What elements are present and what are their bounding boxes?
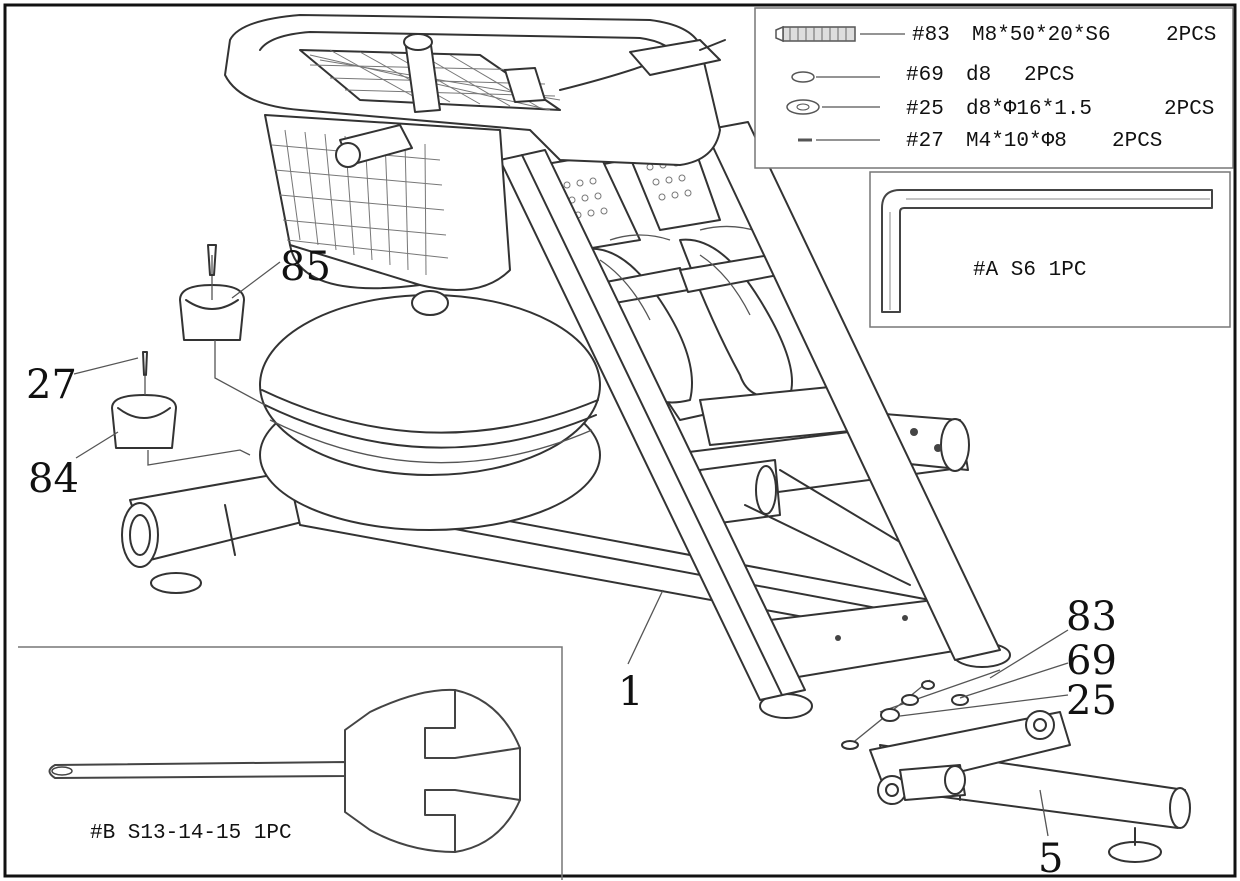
handle-bar-frame xyxy=(224,14,726,166)
spanner-icon xyxy=(48,688,521,853)
callout-84: 84 xyxy=(28,456,79,502)
washer-icon xyxy=(791,71,815,83)
wrench-box: #B S13-14-15 1PC xyxy=(18,646,563,880)
hardware-25-qty: 2PCS xyxy=(1164,98,1214,121)
hardware-69-spec: d8 xyxy=(966,64,991,87)
hardware-27-spec: M4*10*Φ8 xyxy=(966,130,1067,153)
allen-key-icon xyxy=(881,189,1213,313)
diagram-border xyxy=(3,3,1237,878)
callout-83: 83 xyxy=(1066,594,1117,640)
hardware-83-spec: M8*50*20*S6 xyxy=(972,24,1111,47)
hardware-69-code: #69 xyxy=(906,64,944,87)
callout-leaders xyxy=(73,261,1069,837)
allen-key-box: #A S6 1PC xyxy=(869,171,1231,328)
hardware-27-code: #27 xyxy=(906,130,944,153)
callout-1: 1 xyxy=(618,669,643,715)
end-cap-part-85 xyxy=(179,284,245,341)
seat-basket xyxy=(264,114,511,291)
hardware-27-qty: 2PCS xyxy=(1112,130,1162,153)
allen-key-label: #A S6 1PC xyxy=(973,259,1086,282)
front-stabilizer-part-5 xyxy=(841,669,1191,863)
hardware-25-spec: d8*Φ16*1.5 xyxy=(966,98,1092,121)
hardware-83-qty: 2PCS xyxy=(1166,24,1216,47)
callout-25: 25 xyxy=(1066,678,1117,724)
rear-base-bar xyxy=(121,469,311,594)
exploded-cap-parts xyxy=(111,244,266,466)
flat-washer-icon xyxy=(786,99,820,115)
end-cap-part-84 xyxy=(111,394,177,449)
hardware-69-qty: 2PCS xyxy=(1024,64,1074,87)
callout-85: 85 xyxy=(280,244,331,290)
screw-part-27 xyxy=(142,351,148,376)
callout-27: 27 xyxy=(26,362,77,408)
callout-5: 5 xyxy=(1038,836,1063,881)
hardware-list-box: #83 M8*50*20*S6 2PCS #69 d8 2PCS #25 d8*… xyxy=(754,7,1234,169)
wrench-label: #B S13-14-15 1PC xyxy=(90,822,292,845)
hardware-25-code: #25 xyxy=(906,98,944,121)
front-legs xyxy=(499,121,1001,701)
rowing-machine-drawing xyxy=(121,14,1011,719)
callout-69: 69 xyxy=(1066,638,1117,684)
water-tank xyxy=(259,290,601,531)
bolt-icon xyxy=(775,25,856,43)
hardware-83-code: #83 xyxy=(912,24,950,47)
